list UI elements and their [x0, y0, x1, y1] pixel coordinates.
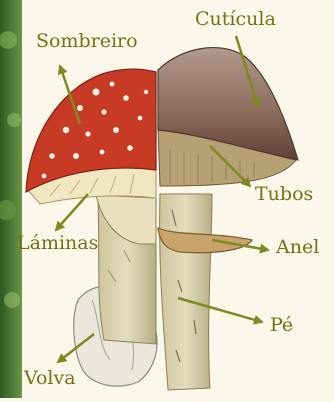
label-sombreiro: Sombreiro: [36, 30, 138, 52]
label-laminas: Láminas: [17, 232, 98, 254]
label-cuticula: Cutícula: [195, 8, 276, 30]
forest-background: [0, 0, 22, 398]
brown-mushroom-stem: [160, 194, 212, 390]
label-pe: Pé: [270, 314, 293, 336]
label-volva: Volva: [24, 367, 76, 389]
label-anel: Anel: [276, 236, 319, 258]
label-tubos: Tubos: [255, 183, 313, 205]
